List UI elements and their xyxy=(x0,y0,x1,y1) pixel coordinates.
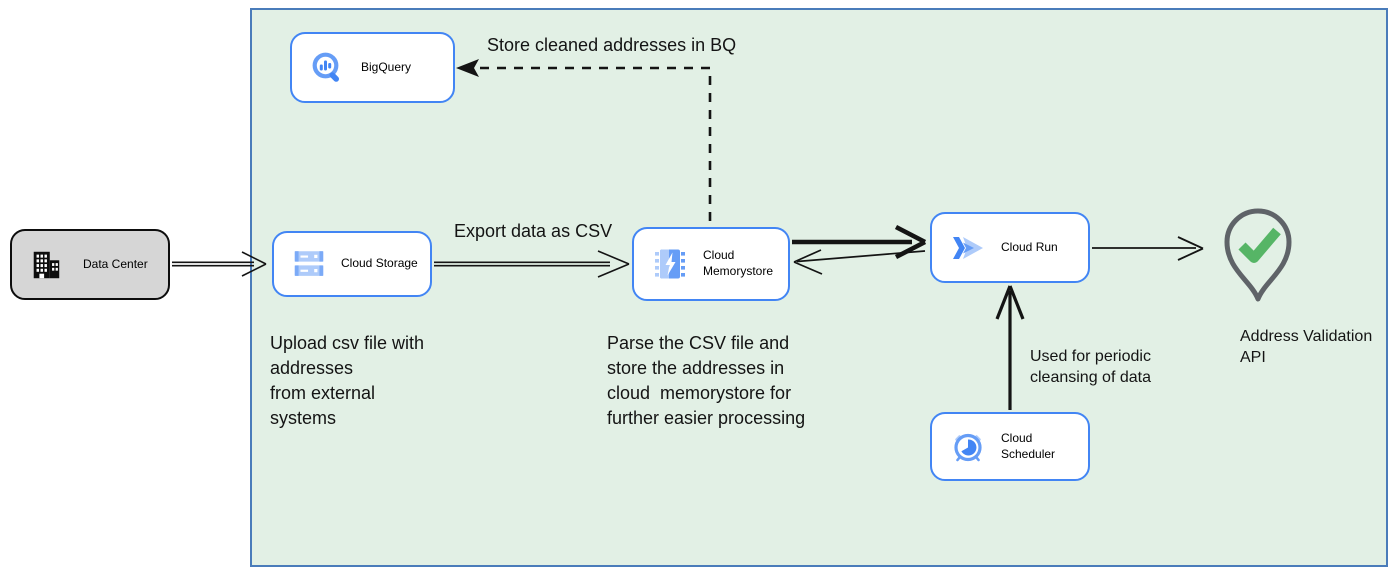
node-cloud-memorystore[interactable]: Cloud Memorystore xyxy=(632,227,790,301)
data-center-icon xyxy=(33,251,60,278)
bigquery-icon xyxy=(312,52,340,82)
annotation-periodic-note: Used for periodic cleansing of data xyxy=(1030,348,1151,386)
cloud-run-icon xyxy=(953,236,983,259)
address-validation-label: Address Validation API xyxy=(1240,328,1373,366)
node-cloud-scheduler[interactable]: Cloud Scheduler xyxy=(930,412,1090,481)
data-center-label: Data Center xyxy=(83,256,148,271)
annotation-store-cleaned: Store cleaned addresses in BQ xyxy=(487,35,737,55)
cloud-scheduler-icon xyxy=(954,433,982,461)
annotation-parse-note: Parse the CSV file and store the address… xyxy=(607,333,806,428)
cloud-storage-label: Cloud Storage xyxy=(341,256,418,271)
node-cloud-storage[interactable]: Cloud Storage xyxy=(272,231,432,297)
node-data-center[interactable]: Data Center xyxy=(10,229,170,300)
annotation-export-csv: Export data as CSV xyxy=(454,221,613,241)
bigquery-label: BigQuery xyxy=(361,59,412,74)
node-bigquery[interactable]: BigQuery xyxy=(290,32,455,103)
cloud-memorystore-icon xyxy=(655,249,685,279)
cloud-run-label: Cloud Run xyxy=(1001,239,1058,254)
cloud-scheduler-label: Cloud Scheduler xyxy=(1001,430,1056,461)
cloud-memorystore-label: Cloud Memorystore xyxy=(703,248,774,278)
annotation-upload-note: Upload csv file with addresses from exte… xyxy=(270,333,425,428)
address-validation-pin-icon[interactable] xyxy=(1220,206,1296,306)
cloud-storage-icon xyxy=(294,251,324,276)
node-cloud-run[interactable]: Cloud Run xyxy=(930,212,1090,283)
